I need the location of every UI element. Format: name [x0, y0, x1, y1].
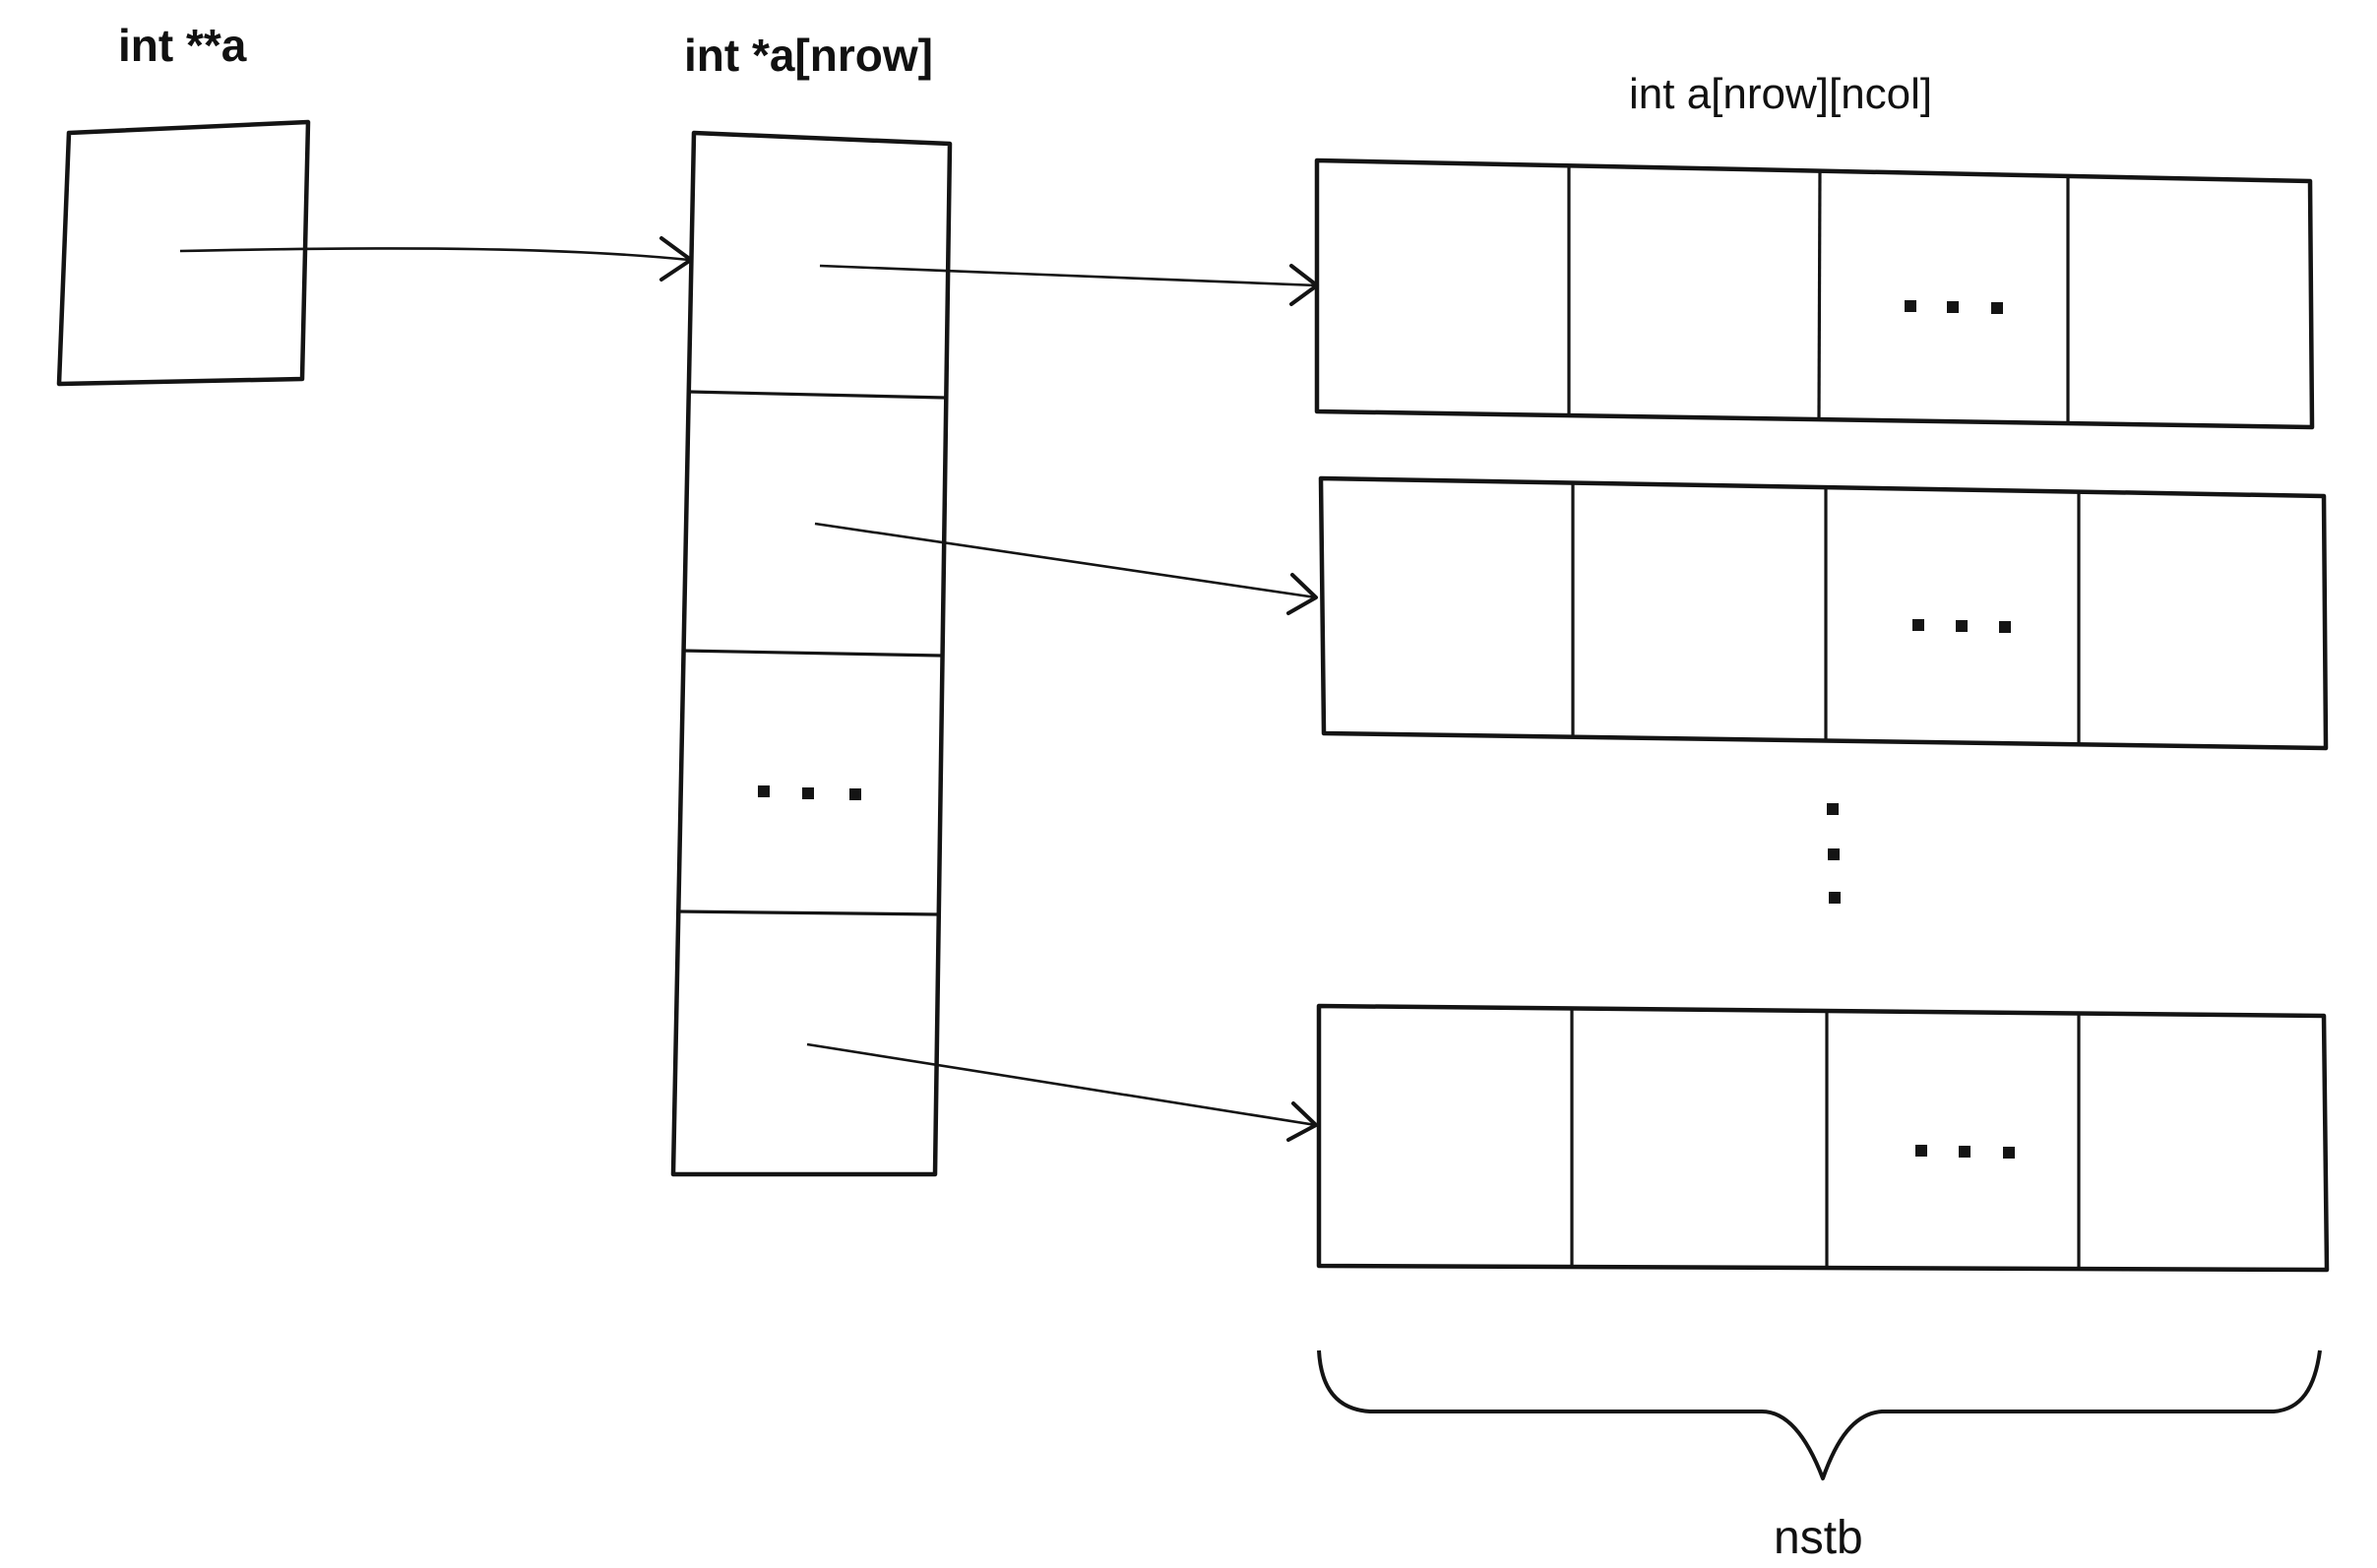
pointer-cell-divider — [681, 649, 942, 658]
row-array-3 — [1316, 1003, 2330, 1273]
arrow-pointer-to-row-2 — [814, 522, 1318, 615]
row-array-1 — [1314, 157, 2315, 430]
rows-vertical-ellipsis — [1827, 803, 1841, 904]
row-ellipsis — [1912, 619, 2011, 633]
brace-label: nstb — [1774, 1512, 1863, 1564]
pointer-ellipsis — [758, 785, 861, 800]
arrow-pointer-to-row-n — [806, 1042, 1318, 1142]
row-arrays-label: int a[nrow][ncol] — [1629, 70, 1932, 118]
pointer-array-column — [670, 130, 953, 1177]
double-pointer-box — [56, 119, 311, 387]
pointer-cell-divider — [676, 909, 939, 916]
double-pointer-label: int **a — [118, 20, 247, 71]
row-array-2 — [1318, 475, 2329, 751]
pointer-cell-divider — [688, 390, 946, 400]
pointer-array-label: int *a[nrow] — [684, 30, 933, 81]
nstb-brace — [1317, 1349, 2322, 1480]
row-cell-divider — [1817, 169, 1822, 420]
arrow-double-pointer-to-array — [179, 236, 693, 282]
arrow-pointer-to-row-1 — [819, 264, 1319, 306]
row-ellipsis — [1915, 1145, 2015, 1159]
row-ellipsis — [1905, 300, 2003, 314]
